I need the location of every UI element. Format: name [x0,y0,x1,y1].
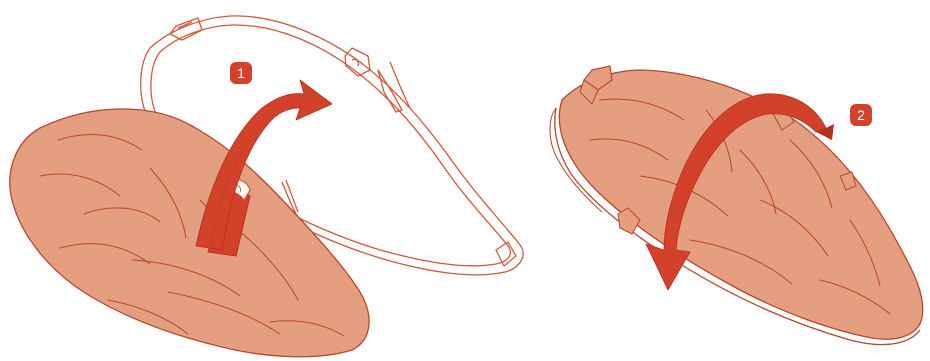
step-1-badge: 1 [230,62,252,84]
step-1-label: 1 [237,65,245,81]
step-1-illustration: 1 [10,16,523,357]
step-2-label: 2 [857,107,865,123]
step-2-illustration: 2 [550,66,923,345]
step-2-badge: 2 [850,104,872,126]
